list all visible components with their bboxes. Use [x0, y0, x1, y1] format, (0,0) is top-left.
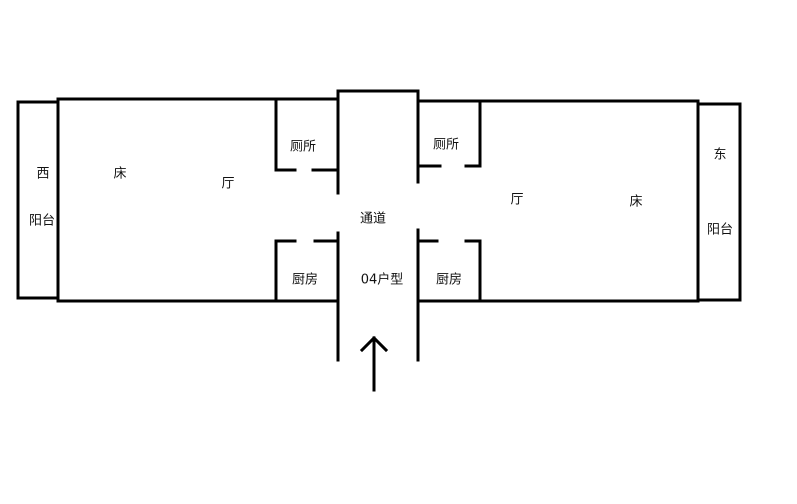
left-unit-wall [56, 97, 340, 303]
west-label: 西 [36, 166, 50, 182]
east-label: 东 [713, 147, 727, 163]
left-kitchen-wall [274, 239, 297, 303]
left-toilet-label: 厕所 [289, 139, 317, 155]
west-balcony-wall [16, 100, 60, 300]
east-balcony-label: 阳台 [706, 222, 734, 238]
left-toilet-wall [274, 97, 297, 172]
corridor-label: 通道 [359, 211, 387, 227]
right-toilet-label: 厕所 [432, 137, 460, 153]
left-bed-label: 床 [113, 166, 127, 182]
unit-type-label: 04户型 [360, 272, 404, 288]
corridor-wall [336, 89, 420, 195]
right-kitchen-wall [464, 239, 482, 303]
east-balcony-wall [696, 102, 742, 302]
right-toilet-wall [464, 99, 482, 168]
right-hall-label: 厅 [510, 192, 524, 208]
left-kitchen-label: 厨房 [291, 272, 319, 288]
west-balcony-label: 阳台 [28, 213, 56, 229]
left-hall-label: 厅 [221, 176, 235, 192]
right-bed-label: 床 [629, 194, 643, 210]
right-kitchen-label: 厨房 [435, 272, 463, 288]
